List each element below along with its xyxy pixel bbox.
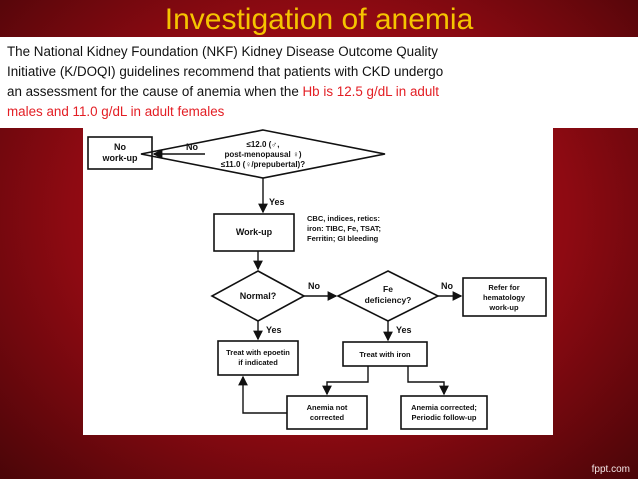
paragraph-line-1: The National Kidney Foundation (NKF) Kid… [7,44,438,59]
fe-label-2: deficiency? [365,295,412,305]
normal-label: Normal? [240,291,277,301]
epoetin-line-2: if indicated [238,358,278,367]
iron-box [342,341,428,367]
workup-tests-2: iron: TIBC, Fe, TSAT; [307,224,381,233]
threshold-no-label: No [186,142,198,152]
corrected-line-2: Periodic follow-up [412,413,477,422]
iron-label: Treat with iron [359,350,411,359]
no-workup-label-1: No [114,142,126,152]
hb-threshold-male: Hb is 12.5 g/dL in adult [302,84,439,99]
refer-box [462,277,547,317]
arrow-iron-to-corrected [407,366,449,396]
refer-line-2: hematology [483,293,526,302]
threshold-line-2: post-menopausal ♀) [224,150,301,159]
workup-tests-3: Ferritin; GI bleeding [307,234,379,243]
not-corrected-line-1: Anemia not [307,403,348,412]
workup-box [213,213,295,252]
normal-yes-label: Yes [266,325,282,335]
no-workup-box [87,136,153,170]
hb-threshold-female: males and 11.0 g/dL in adult females [7,104,225,119]
epoetin-box [217,340,299,376]
anemia-flowchart: No work-up ≤12.0 (♂, post-menopausal ♀) … [83,128,553,435]
normal-no-label: No [308,281,320,291]
guideline-paragraph: The National Kidney Foundation (NKF) Kid… [7,42,632,122]
workup-label: Work-up [236,227,273,237]
fe-label-1: Fe [383,284,393,294]
workup-tests-1: CBC, indices, retics: [307,214,380,223]
corrected-box [400,395,488,430]
flowchart-svg: No work-up ≤12.0 (♂, post-menopausal ♀) … [87,129,547,430]
threshold-line-1: ≤12.0 (♂, [246,140,279,149]
brand-watermark: fppt.com [591,464,630,475]
epoetin-line-1: Treat with epoetin [226,348,290,357]
not-corrected-line-2: corrected [310,413,345,422]
corrected-line-1: Anemia corrected; [411,403,477,412]
refer-line-3: work-up [488,303,519,312]
fe-yes-label: Yes [396,325,412,335]
fe-no-label: No [441,281,453,291]
slide-title: Investigation of anemia [164,3,474,36]
threshold-yes-label: Yes [269,197,285,207]
paragraph-line-3-plain: an assessment for the cause of anemia wh… [7,84,303,99]
paragraph-line-2: Initiative (K/DOQI) guidelines recommend… [7,64,444,79]
threshold-line-3: ≤11.0 (♀/prepubertal)? [221,160,305,169]
refer-line-1: Refer for [488,283,519,292]
arrow-loop-to-epoetin [238,375,287,414]
text-panel: The National Kidney Foundation (NKF) Kid… [0,37,638,128]
no-workup-label-2: work-up [102,153,139,163]
arrow-iron-to-not-corrected [322,366,369,396]
